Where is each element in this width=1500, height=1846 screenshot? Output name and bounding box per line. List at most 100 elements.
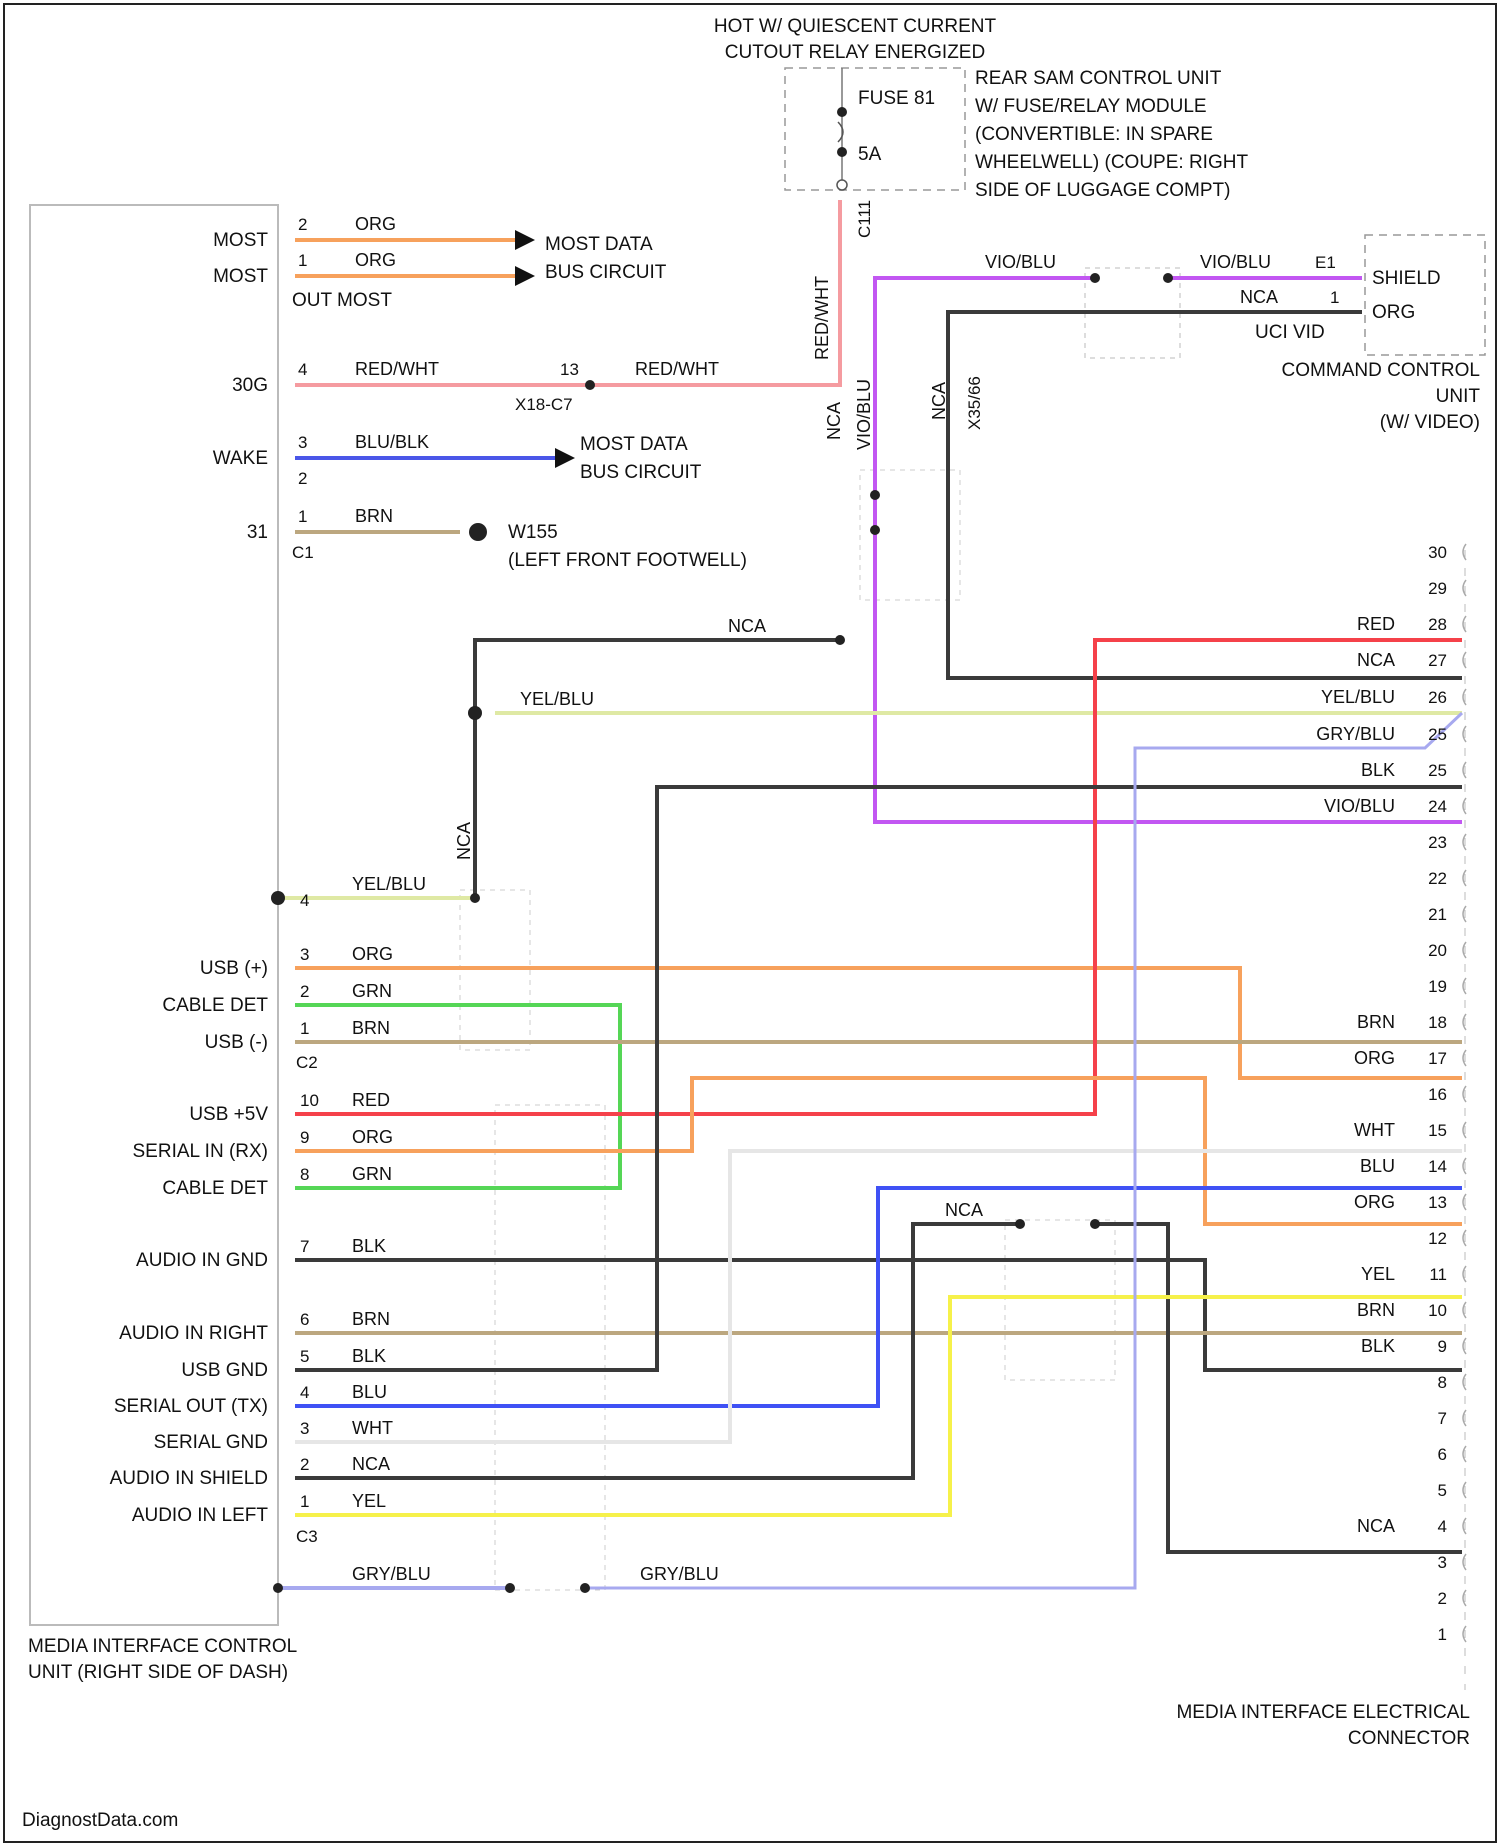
c1-label-5: WAKE [213,448,268,469]
fuse-bottom-contact [837,147,847,157]
c3-label-6: SERIAL OUT (TX) [114,1396,268,1417]
rear-sam-line-5: SIDE OF LUGGAGE COMPT) [975,180,1230,201]
rear-sam-line-4: WHEELWELL) (COUPE: RIGHT [975,152,1248,173]
ground-w155 [469,523,487,541]
c3-wire-1: ORG [352,1127,393,1147]
c1-label-1: MOST [213,266,268,287]
command-control-unit-box [1365,235,1485,355]
c2-label-3: USB (-) [205,1032,268,1053]
c3-label-0: USB +5V [189,1104,268,1125]
c3-pin-8: 2 [300,1455,309,1474]
c2-label-1: USB (+) [200,958,268,979]
mie-pin-7: 24 [1428,797,1447,816]
mie-pin-16: 15 [1428,1121,1447,1140]
c3-pin-9: 1 [300,1492,309,1511]
mie-pin-6: 25 [1428,761,1447,780]
splice-vio-top [1090,273,1100,283]
mie-pin-13: 18 [1428,1013,1447,1032]
c3-label-9: AUDIO IN LEFT [132,1505,269,1526]
mie-wire-4: YEL/BLU [1321,687,1395,707]
mie-pin-30: 1 [1438,1625,1447,1644]
c3-label-4: AUDIO IN RIGHT [119,1323,268,1344]
mie-wire-3: NCA [1357,650,1395,670]
c3-label-2: CABLE DET [162,1178,268,1199]
c3-pin-6: 4 [300,1383,309,1402]
mie-pin-10: 21 [1428,905,1447,924]
c111-terminal [837,180,847,190]
c1-label-3: 30G [232,375,268,396]
c3-label-5: USB GND [181,1360,268,1381]
c3-pin-5: 5 [300,1347,309,1366]
ccu-shield: SHIELD [1372,268,1441,289]
x18-wire-right: RED/WHT [635,359,719,379]
c1-wire-0: ORG [355,214,396,234]
c3-wire-6: BLU [352,1382,387,1402]
most-data-2-line2: BUS CIRCUIT [580,462,702,483]
ccu-pin-1: 1 [1330,288,1339,307]
mie-wire-13: BRN [1357,1012,1395,1032]
top-note-line2: CUTOUT RELAY ENERGIZED [725,42,985,63]
mie-wire-27: NCA [1357,1516,1395,1536]
c3-wire-5: BLK [352,1346,386,1366]
ccu-title-1: COMMAND CONTROL [1282,360,1480,381]
c2-pin-0: 4 [300,891,309,910]
c1-wire-1: ORG [355,250,396,270]
mie-pin-25: 6 [1438,1445,1447,1464]
mie-pin-5: 25 [1428,725,1447,744]
splice-gry-blu-left [273,1583,283,1593]
mie-wire-2: RED [1357,614,1395,634]
mie-pin-23: 8 [1438,1373,1447,1392]
c3-pin-2: 8 [300,1165,309,1184]
ccu-title-3: (W/ VIDEO) [1380,412,1480,433]
mie-pin-19: 12 [1428,1229,1447,1248]
c2-wire-1: ORG [352,944,393,964]
x18-vertical-wire: RED/WHT [812,276,832,360]
c3-wire-8: NCA [352,1454,390,1474]
mie-wire-14: ORG [1354,1048,1395,1068]
mie-wire-21: BRN [1357,1300,1395,1320]
splice-x18 [585,380,595,390]
c3-wire-0: RED [352,1090,390,1110]
splice-shield-right [1090,1219,1100,1229]
mie-pin-15: 16 [1428,1085,1447,1104]
fuse-top-contact [837,107,847,117]
c1-wire-5: BLU/BLK [355,432,429,452]
rear-sam-line-1: REAR SAM CONTROL UNIT [975,68,1222,89]
x18-name: X18-C7 [515,395,573,414]
ccu-wire-nca: NCA [1240,287,1278,307]
mie-pin-14: 17 [1428,1049,1447,1068]
c1-wire-3: RED/WHT [355,359,439,379]
splice-shield-left [1015,1219,1025,1229]
c1-pin-5: 3 [298,433,307,452]
mie-wire-6: BLK [1361,760,1395,780]
mie-pin-4: 26 [1428,688,1447,707]
c2-connector-name: C2 [296,1053,318,1072]
c3-pin-0: 10 [300,1091,319,1110]
c3-wire-7: WHT [352,1418,393,1438]
mie-title-2: CONNECTOR [1348,1728,1470,1749]
mic-title-1: MEDIA INTERFACE CONTROL [28,1636,297,1657]
splice-gry-blu-mid2 [580,1583,590,1593]
fuse-name: FUSE 81 [858,88,935,109]
mie-pin-21: 10 [1428,1301,1447,1320]
mie-wire-7: VIO/BLU [1324,796,1395,816]
footer-watermark: DiagnostData.com [22,1810,178,1831]
c1-pin-7: 1 [298,507,307,526]
splice-nca2: NCA [824,402,844,440]
nca-mid-label: NCA [945,1200,983,1220]
most-data-arrow-3 [555,448,575,468]
ccu-wire-vio-2: VIO/BLU [1200,252,1271,272]
c2-pin-3: 1 [300,1019,309,1038]
fuse-rating: 5A [858,144,882,165]
rear-sam-box [785,68,965,190]
mie-pin-28: 3 [1438,1553,1447,1572]
splice-yel-blu-c2 [271,891,285,905]
most-data-1-line2: BUS CIRCUIT [545,262,667,283]
most-data-arrow-1 [515,230,535,250]
mie-wire-22: BLK [1361,1336,1395,1356]
splice-yel-blu [468,706,482,720]
c1-connector-name: C1 [292,543,314,562]
ccu-pin-e1: E1 [1315,253,1336,272]
shield-splice-box-4 [1005,1220,1115,1380]
